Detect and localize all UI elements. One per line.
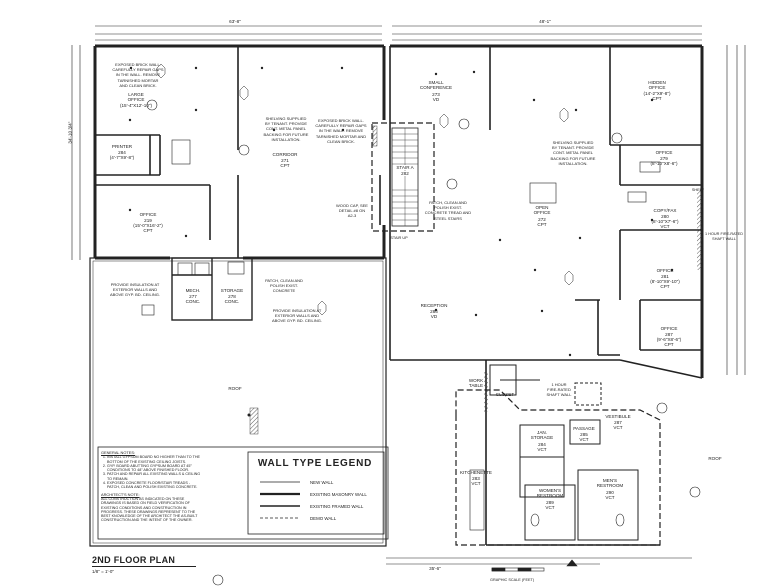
room-reception-code: 286 VD [430,309,438,320]
callout-insulation-right: PROVIDE INSULATION AT EXTERIOR WALLS AND… [272,308,322,324]
dim-left-side: 34'-10 3/4" [67,121,73,144]
room-corridor-code: 271 CPT [280,158,290,169]
architect-note-heading: ARCHITECT'S NOTE: [101,491,140,497]
room-copy-fax-code: 280 (8'-10"x7'-6") VCT [651,214,679,230]
callout-shelf: SHELF [691,188,705,192]
drawing-title: 2ND FLOOR PLAN [92,555,176,565]
callout-patch-clean: PATCH, CLEAN AND POLISH EXIST. CONCRETE [265,278,303,294]
room-office-287-code: 287 (9'-6"x8'-6") CPT [656,332,682,348]
callout-wood-cap: WOOD CAP, SEE DETAIL #8 ON A2-3 [336,203,368,219]
callout-brick-wall-top: EXPOSED BRICK WALL. CAREFULLY REPAIR GAP… [112,62,164,88]
room-shaft: 1 HOUR FIRE-RATED SHAFT WALL [546,382,572,398]
wall-type-legend: WALL TYPE LEGEND NEW WALL EXISTING MASON… [250,456,380,521]
room-office-279-code: 279 (8'-10"x8'-6") [650,156,678,167]
room-office-281-code: 281 (8'-10"x9'-10") CPT [650,274,680,290]
room-work-table: WORK TABLE [468,378,484,389]
callout-brick-wall-mid: EXPOSED BRICK WALL. CAREFULLY REPAIR GAP… [315,118,367,144]
label-stair-up: STAIR UP [390,236,408,240]
room-office-281: OFFICE [656,268,674,273]
legend-row-new-wall: NEW WALL [310,480,334,485]
room-mech: MECH. [185,288,201,293]
general-note-item: INSTALL GYPSUM BOARD NO HIGHER THAN TO T… [107,455,201,464]
room-large-office: LARGE OFFICE [127,92,145,103]
room-kitchenette-code: 283 VCT [471,476,481,487]
callout-fire-rated: 1 HOUR FIRE-RATED SHAFT WALL [705,232,743,242]
room-small-conference: SMALL CONFERENCE [419,80,453,91]
room-jan-storage: JAN. STORAGE [530,430,554,441]
room-open-office: OPEN OFFICE [533,205,551,216]
room-mens-code: 290 VCT [605,490,615,501]
room-reception: RECEPTION [420,303,448,308]
room-storage-278-code: 278 CONC. [224,294,240,305]
room-vestibule: VESTIBULE [605,414,631,419]
legend-title: WALL TYPE LEGEND [257,458,373,469]
room-passage: PASSAGE [573,426,595,431]
room-vestibule-code: 287 VCT [613,420,623,431]
room-office-219-code: 219 (15'-0"x16'-2") CPT [133,218,163,234]
legend-row-masonry: EXISTING MASONRY WALL [310,492,367,497]
room-passage-code: 285 VCT [579,432,589,443]
room-small-conference-code: 273 VD [432,92,440,103]
callout-insulation-left: PROVIDE INSULATION AT EXTERIOR WALLS AND… [110,282,160,298]
room-mech-code: 277 CONC. [185,294,201,305]
room-printer: PRINTER [111,144,133,149]
room-womens: WOMEN'S RESTROOM [536,488,564,499]
room-jan-storage-code: 284 VCT [537,442,547,453]
graphic-scale-label: GRAPHIC SCALE (FEET) [490,578,535,582]
room-storage-278: STORAGE [220,288,244,293]
general-notes: GENERAL NOTES: INSTALL GYPSUM BOARD NO H… [101,450,201,523]
general-note-item: GYP. BOARD ABUTTING GYPSUM BOARD AT 45° … [107,464,201,473]
room-roof-left: ROOF [228,386,242,391]
legend-row-demo: DEMO WALL [310,516,337,521]
room-hidden-office: HIDDEN OFFICE [648,80,666,91]
room-womens-code: 289 VCT [545,500,555,511]
room-office-287: OFFICE [660,326,678,331]
room-corridor: CORRIDOR [272,152,298,157]
general-notes-heading: GENERAL NOTES: [101,450,136,455]
legend-row-framed: EXISTING FRAMED WALL [310,504,364,509]
room-large-office-code: (15'-4"x12'-10") [119,103,153,108]
callout-patch-stair: PATCH, CLEAN AND POLISH EXIST. CONCRETE … [424,200,472,221]
architect-note-text: ALL CONSTRUCTION AS INDICATED ON THESE D… [101,496,198,523]
room-printer-code: 284 (4'-7"x9'-8") [109,150,135,161]
title-underline [92,566,196,567]
callout-shelving-right: SHELVING SUPPLIED BY TENANT. PROVIDE CON… [550,140,596,166]
room-stair-a: STAIR A [394,165,416,171]
dim-bottom-right: 35'-6" [429,566,441,571]
room-hidden-office-code: (14'-2"x9'-8") CPT [643,91,671,102]
room-office-219: OFFICE [139,212,157,217]
room-closet: CLOSET [495,392,515,397]
room-copy-fax: COPY/FAX [653,208,677,213]
general-note-item: EXPOSED CONCRETE FLOOR/STAIR TREADS - PA… [107,481,201,490]
dim-top-left: 63'-8" [229,19,241,24]
room-open-office-code: 272 CPT [537,217,547,228]
general-note-item: PATCH AND REPAIR ALL EXISTING WALLS & CE… [107,472,201,481]
callout-shelving-left: SHELVING SUPPLIED BY TENANT. PROVIDE CON… [263,116,309,142]
dim-top-right: 48'-1" [539,19,551,24]
room-office-279: OFFICE [655,150,673,155]
room-mens: MEN'S RESTROOM [596,478,624,489]
room-stair-a-code: 282 [394,171,416,177]
room-roof-right: ROOF [708,456,722,461]
drawing-scale: 1/8" = 1'-0" [92,569,114,574]
room-kitchenette: KITCHENETTE [460,470,492,475]
